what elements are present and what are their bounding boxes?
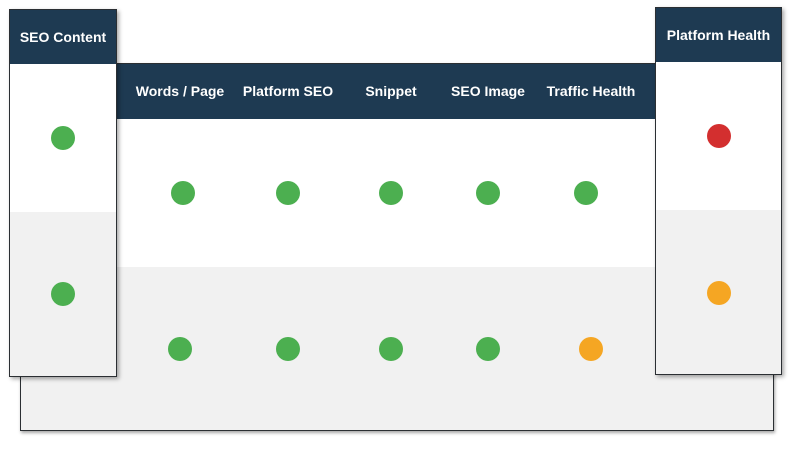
status-dot-seo-image bbox=[476, 181, 500, 205]
status-dot-platform-health bbox=[707, 281, 731, 305]
column-header-platform-seo: Platform SEO bbox=[242, 83, 334, 99]
column-header-words-per-page: Words / Page bbox=[135, 83, 225, 99]
status-dot-seo-content bbox=[51, 126, 75, 150]
status-dot-snippet bbox=[379, 337, 403, 361]
table-row bbox=[21, 267, 773, 430]
status-dot-words-per-page bbox=[168, 337, 192, 361]
platform-health-header: Platform Health bbox=[656, 8, 781, 62]
seo-content-panel: SEO Content bbox=[9, 9, 117, 377]
status-dot-words-per-page bbox=[171, 181, 195, 205]
status-dot-traffic-health bbox=[574, 181, 598, 205]
status-dot-seo-content bbox=[51, 282, 75, 306]
status-dot-snippet bbox=[379, 181, 403, 205]
list-item bbox=[656, 210, 781, 374]
status-dot-platform-seo bbox=[276, 181, 300, 205]
list-item bbox=[656, 62, 781, 210]
column-header-seo-image: SEO Image bbox=[451, 83, 525, 99]
list-item bbox=[10, 212, 116, 376]
status-dot-seo-image bbox=[476, 337, 500, 361]
column-header-traffic-health: Traffic Health bbox=[546, 83, 636, 99]
status-dot-platform-seo bbox=[276, 337, 300, 361]
seo-content-header: SEO Content bbox=[10, 10, 116, 64]
metrics-table-header: Words / Page Platform SEO Snippet SEO Im… bbox=[21, 64, 773, 119]
platform-health-panel: Platform Health bbox=[655, 7, 782, 375]
status-dot-traffic-health bbox=[579, 337, 603, 361]
table-row bbox=[21, 119, 773, 267]
column-header-snippet: Snippet bbox=[365, 83, 417, 99]
list-item bbox=[10, 64, 116, 212]
metrics-table: Words / Page Platform SEO Snippet SEO Im… bbox=[20, 63, 774, 431]
status-dot-platform-health bbox=[707, 124, 731, 148]
